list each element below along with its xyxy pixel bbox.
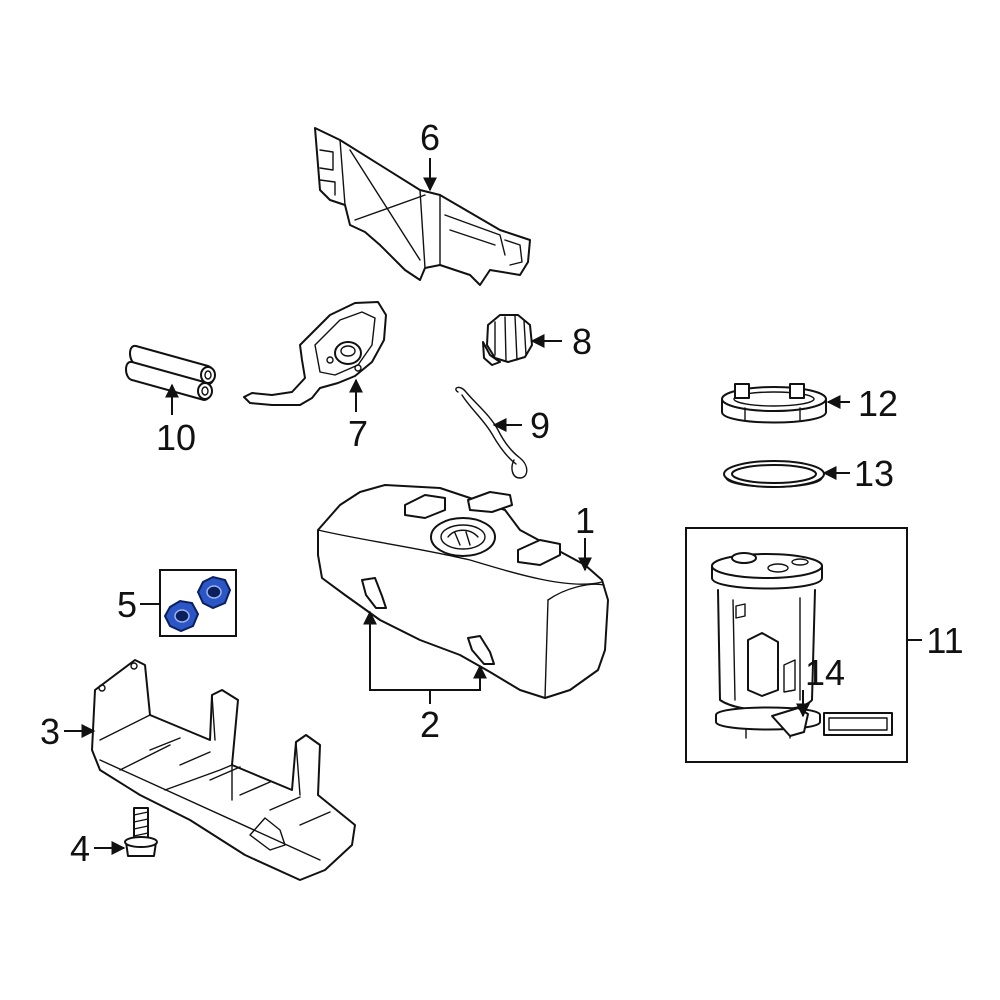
fuel-tank-part[interactable] [317,484,609,699]
callout-9: 9 [530,405,550,446]
callout-7: 7 [348,413,368,454]
leader-2 [363,610,430,691]
gas-cap-part[interactable] [482,314,533,366]
lock-ring-part[interactable] [721,383,827,424]
callout-13: 13 [854,453,894,494]
callout-1: 1 [575,500,595,541]
callout-10: 10 [156,417,196,458]
nuts-part[interactable] [159,569,237,637]
filler-housing-part[interactable] [243,301,387,406]
pump-module-frame [685,527,908,763]
bolt-part[interactable] [124,807,158,857]
callout-3: 3 [40,711,60,752]
callout-12: 12 [858,383,898,424]
cap-tether-part[interactable] [455,386,528,479]
skid-plate-part[interactable] [91,659,356,881]
leader-lines [64,158,922,855]
callout-5: 5 [117,584,137,625]
callout-6: 6 [420,117,440,158]
callout-2: 2 [420,704,440,745]
callout-8: 8 [572,321,592,362]
callout-14: 14 [805,652,845,693]
leader-2b [430,664,487,691]
callout-11: 11 [926,620,963,661]
callout-labels: 6 7 8 9 10 12 13 1 2 3 4 5 11 14 [40,117,964,869]
heat-shield-part[interactable] [314,127,531,286]
fuel-pump-module-part[interactable] [685,527,908,763]
callout-4: 4 [70,828,90,869]
tank-seal-part[interactable] [723,460,825,488]
vent-hoses-part[interactable] [125,344,216,401]
